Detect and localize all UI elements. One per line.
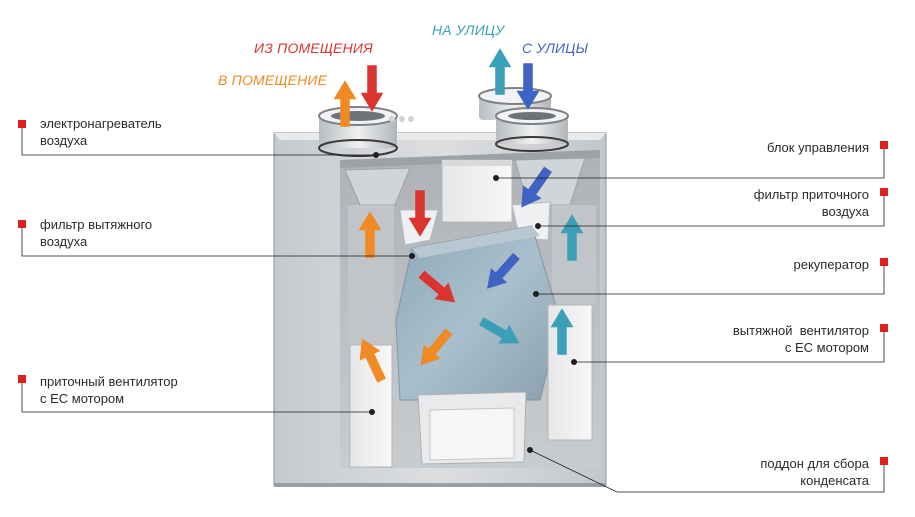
label-control-unit: блок управления — [767, 139, 869, 156]
leader-control-unit-dot — [493, 175, 499, 181]
red-square-icon — [18, 375, 26, 383]
recuperator-core — [395, 225, 561, 401]
label-supply-fan-line2: с ЕС мотором — [40, 391, 125, 406]
leader-supply-filter — [538, 195, 885, 227]
label-exhaust-fan-line1: вытяжной вентилятор — [732, 323, 869, 338]
label-exhaust-fan-line2: с ЕС мотором — [784, 340, 869, 355]
label-heater: электронагреватель воздуха — [40, 115, 162, 149]
label-supply-filter-line2: воздуха — [821, 204, 869, 219]
label-recuperator-line1: рекуператор — [793, 257, 869, 272]
leader-exhaust-fan — [574, 330, 885, 363]
label-recuperator: рекуператор — [793, 256, 869, 273]
leader-supply-filter-dot — [535, 223, 541, 229]
leader-exhaust-filter — [21, 227, 412, 257]
label-supply-fan: приточный вентилятор с ЕС мотором — [40, 373, 178, 407]
leader-recuperator-dot — [533, 291, 539, 297]
leader-lines — [21, 128, 885, 493]
leader-heater-dot — [373, 152, 379, 158]
condensate-tray-body — [417, 391, 527, 465]
label-supply-fan-line1: приточный вентилятор — [40, 374, 178, 389]
label-condensate-tray-line2: конденсата — [800, 473, 869, 488]
label-exhaust-fan: вытяжной вентилятор с ЕС мотором — [733, 322, 869, 356]
label-exhaust-filter-line2: воздуха — [40, 234, 88, 249]
label-supply-filter-line1: фильтр приточного — [753, 187, 869, 202]
red-square-icon — [880, 141, 888, 149]
label-condensate-tray-line1: поддон для сбора — [760, 456, 869, 471]
label-control-unit-line1: блок управления — [766, 140, 869, 155]
leader-condensate-tray — [529, 449, 885, 493]
flow-from-room: ИЗ ПОМЕЩЕНИЯ — [254, 40, 373, 56]
label-heater-line2: воздуха — [40, 133, 88, 148]
flow-from-street: С УЛИЦЫ — [522, 40, 589, 56]
red-square-icon — [880, 258, 888, 266]
label-exhaust-filter: фильтр вытяжного воздуха — [40, 216, 152, 250]
leader-recuperator — [536, 264, 885, 295]
label-heater-line1: электронагреватель — [40, 116, 162, 131]
red-square-icon — [18, 220, 26, 228]
leader-exhaust-filter-dot — [409, 253, 415, 259]
leader-exhaust-fan-dot — [571, 359, 577, 365]
label-supply-filter: фильтр приточного воздуха — [754, 186, 869, 220]
label-exhaust-filter-line1: фильтр вытяжного — [40, 217, 153, 232]
red-square-icon — [880, 324, 888, 332]
red-square-icon — [880, 457, 888, 465]
label-condensate-tray: поддон для сбора конденсата — [760, 455, 869, 489]
leader-control-unit — [496, 148, 885, 179]
flow-to-room: В ПОМЕЩЕНИЕ — [218, 72, 328, 88]
flow-to-street: НА УЛИЦУ — [432, 22, 505, 38]
leader-heater — [21, 128, 376, 156]
exhaust-fan-box — [547, 304, 593, 441]
leader-supply-fan — [21, 382, 372, 413]
red-square-icon — [880, 188, 888, 196]
leader-supply-fan-dot — [369, 409, 375, 415]
red-square-icon — [18, 120, 26, 128]
control-unit — [441, 159, 513, 223]
leader-condensate-tray-dot — [527, 447, 533, 453]
left-ducts — [318, 106, 414, 157]
